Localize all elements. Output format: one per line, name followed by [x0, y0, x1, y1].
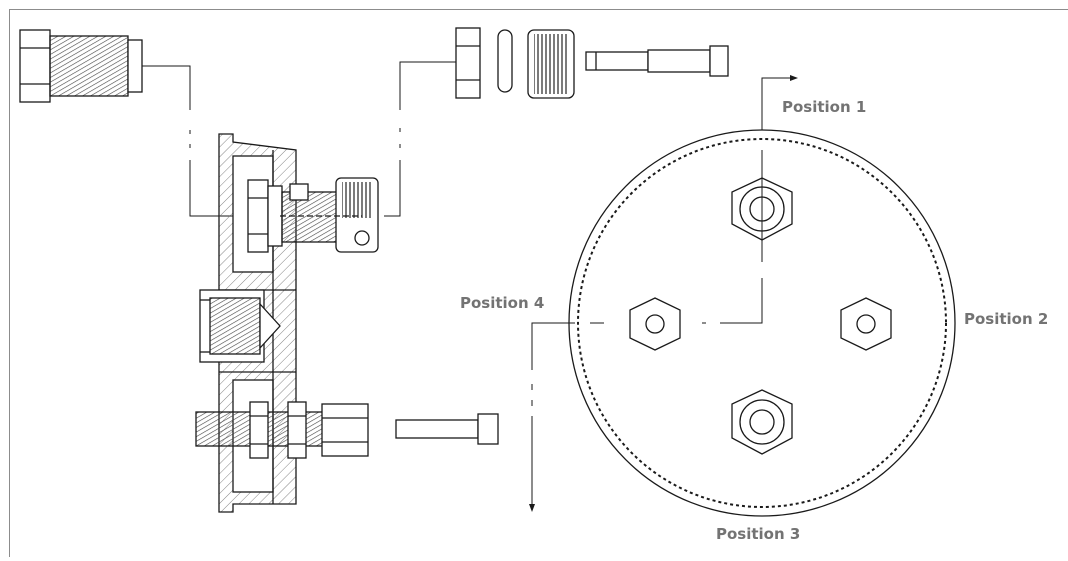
position-4-label: Position 4 [460, 294, 545, 312]
position-3-label: Position 3 [716, 525, 801, 543]
position-2-label: Position 2 [964, 310, 1049, 328]
figure-frame [9, 9, 1068, 557]
threaded-fitting-part [19, 29, 143, 103]
cap-screw-part [585, 45, 729, 77]
pin-part [395, 413, 499, 445]
washer-part [497, 29, 513, 93]
upper-valve-assembly [247, 177, 379, 253]
left-hex-nut [629, 297, 681, 351]
bottom-fitting [731, 389, 793, 455]
position-1-arrow [761, 75, 798, 130]
position-1-label: Position 1 [782, 98, 867, 116]
knurled-cap-part [527, 29, 575, 99]
right-hex-nut [840, 297, 892, 351]
lower-stud-assembly [195, 401, 369, 459]
position-4-arrow [529, 322, 575, 512]
hex-nut-part [455, 27, 481, 99]
middle-threaded-port [199, 289, 281, 363]
